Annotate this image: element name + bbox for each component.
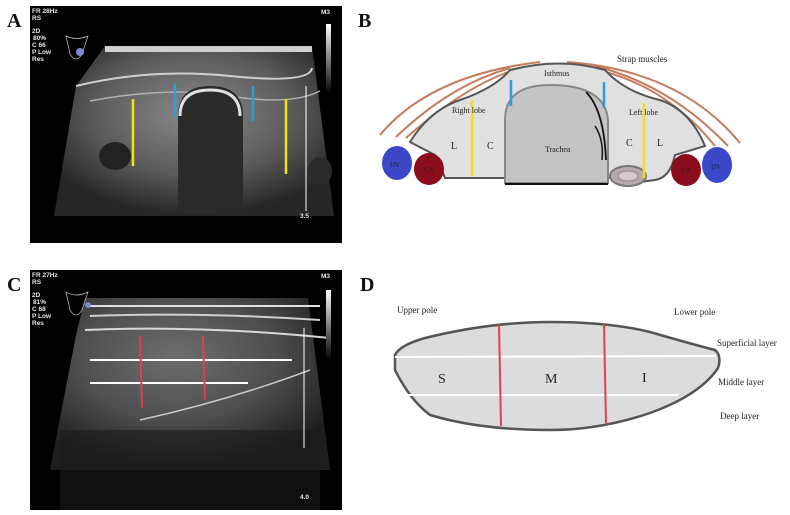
label-deep-layer: Deep layer — [720, 411, 759, 421]
panel-b-letter: B — [358, 10, 372, 32]
overlay-depth: 4.0 — [300, 494, 310, 501]
overlay-frame-rate: FR 27Hz — [32, 272, 58, 279]
layer-line-upper — [394, 355, 717, 358]
label-superficial-layer: Superficial layer — [717, 338, 777, 348]
strap-muscles — [379, 61, 741, 147]
overlay-preset: RS — [32, 279, 42, 286]
label-middle-layer: Middle layer — [718, 377, 764, 387]
label-strap-muscles: Strap muscles — [617, 54, 668, 64]
ca-left — [414, 153, 444, 185]
label-ca-right: CA — [681, 167, 691, 175]
red-divider-left — [139, 335, 143, 409]
overlay-frame-rate: FR 28Hz — [32, 8, 58, 15]
overlay-map: M3 — [321, 9, 331, 16]
label-lateral-right-lobe: L — [451, 141, 457, 152]
overlay-map: M3 — [321, 273, 331, 280]
overlay-depth: 3.5 — [300, 213, 310, 220]
label-lower-pole: Lower pole — [674, 307, 715, 317]
label-right-lobe: Right lobe — [452, 106, 486, 115]
overlay-mode: 2D — [32, 292, 41, 299]
overlay-power: P Low — [32, 313, 52, 320]
overlay-gain: 80% — [33, 35, 47, 42]
label-left-lobe: Left lobe — [629, 108, 659, 117]
ultrasound-image-c: FR 27Hz RS 2D 81% C 68 P Low Res M3 4.0 — [30, 270, 342, 510]
label-segment-middle: M — [545, 372, 558, 387]
overlay-resolution: Res — [32, 56, 44, 63]
label-ijv-right: IJV — [711, 163, 721, 171]
panel-a-letter: A — [7, 10, 22, 32]
longitudinal-schematic: Upper pole Lower pole Superficial layer … — [393, 305, 777, 432]
ijv-right — [702, 147, 732, 183]
panel-d-letter: D — [360, 274, 375, 296]
label-ijv-left: IJV — [390, 161, 400, 169]
label-trachea: Trachea — [545, 145, 571, 154]
ijv-left — [382, 146, 412, 180]
overlay-power: P Low — [32, 49, 52, 56]
red-divider-right — [202, 335, 206, 401]
label-lateral-left-lobe: L — [657, 138, 663, 149]
ultrasound-c-graphic — [50, 290, 331, 510]
overlay-contrast: C 68 — [32, 306, 46, 313]
trachea-shape — [504, 83, 609, 184]
overlay-contrast: C 66 — [32, 42, 46, 49]
label-central-right-lobe: C — [487, 141, 494, 152]
overlay-mode: 2D — [32, 28, 41, 35]
transverse-schematic: Strap muscles Isthmus Right lobe Left lo… — [379, 54, 741, 187]
segment-divider-left — [498, 323, 502, 427]
overlay-gain: 81% — [33, 299, 47, 306]
overlay-preset: RS — [32, 15, 42, 22]
segment-divider-right — [603, 323, 607, 425]
label-ca-left: CA — [424, 166, 434, 174]
label-central-left-lobe: C — [626, 138, 633, 149]
label-isthmus: Isthmus — [544, 69, 569, 78]
ca-right — [671, 154, 701, 186]
ultrasound-a-graphic — [54, 24, 334, 216]
label-segment-inferior: I — [642, 371, 647, 386]
label-upper-pole: Upper pole — [397, 305, 437, 315]
label-segment-superior: S — [438, 372, 446, 387]
panel-c-letter: C — [7, 274, 22, 296]
overlay-resolution: Res — [32, 320, 44, 327]
ultrasound-image-a: FR 28Hz RS 2D 80% C 66 P Low Res M3 3.5 — [30, 6, 342, 243]
